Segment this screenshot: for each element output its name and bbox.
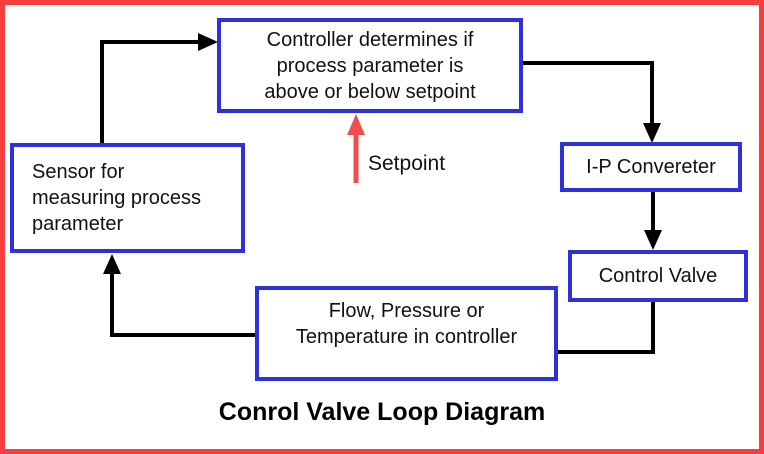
setpoint-label: Setpoint	[368, 152, 446, 175]
arrowhead-into-sensor	[103, 254, 121, 274]
setpoint-arrowhead-icon	[347, 114, 365, 135]
line-valve-to-process	[558, 302, 655, 354]
box-sensor: Sensor for measuring process parameter	[10, 143, 245, 253]
box-process-variable: Flow, Pressure or Temperature in control…	[255, 286, 558, 381]
arrowhead-into-controller	[198, 33, 218, 51]
box-controller: Controller determines if process paramet…	[217, 18, 523, 113]
box-ip-converter: I-P Convereter	[560, 142, 742, 192]
box-control-valve: Control Valve	[568, 250, 748, 302]
arrow-process-to-sensor	[110, 272, 255, 337]
diagram-title: Conrol Valve Loop Diagram	[218, 398, 546, 426]
arrow-sensor-to-controller	[100, 40, 200, 143]
arrowhead-into-valve	[644, 230, 662, 250]
arrowhead-into-ip	[643, 123, 661, 143]
arrow-controller-to-ip	[523, 61, 654, 126]
